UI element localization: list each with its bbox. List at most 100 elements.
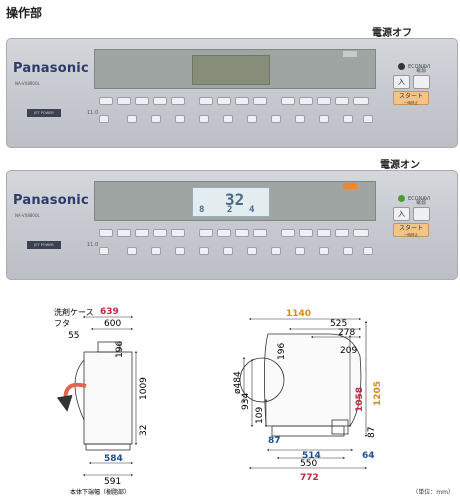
course-button-4[interactable]	[153, 97, 167, 105]
option-button-2[interactable]	[317, 229, 331, 237]
indicator-lamp	[343, 183, 357, 189]
timer-button[interactable]	[281, 97, 295, 105]
dim-514: 514	[302, 451, 321, 461]
dim-1009: 1009	[139, 377, 149, 400]
start-label: スタート	[398, 93, 423, 100]
sub-button-12[interactable]	[363, 115, 373, 123]
display-mid-number: 2	[227, 205, 233, 215]
rinse-button[interactable]	[217, 229, 231, 237]
timer-button[interactable]	[281, 229, 295, 237]
option-button-1[interactable]	[299, 97, 313, 105]
display-area: 32 8 2 4	[94, 181, 376, 221]
sub-button-10[interactable]	[319, 247, 329, 255]
power-symbol: 入	[398, 78, 405, 86]
sub-button-9[interactable]	[295, 115, 305, 123]
sub-button-3[interactable]	[151, 247, 161, 255]
sub-button-10[interactable]	[319, 115, 329, 123]
course-button-1[interactable]	[99, 229, 113, 237]
option-button-2[interactable]	[317, 97, 331, 105]
option-button-1[interactable]	[299, 229, 313, 237]
rinse-button[interactable]	[217, 97, 231, 105]
control-panel-on: Panasonic NA-VX8800L JET POWER 11.0 32 8…	[6, 170, 458, 280]
wash-button[interactable]	[199, 229, 213, 237]
power-button[interactable]: 入	[393, 75, 410, 89]
side-view-drawing	[74, 341, 133, 451]
course-button-2[interactable]	[117, 97, 131, 105]
state-label-off: 電源オフ	[372, 28, 412, 39]
model-number: NA-VX8800L	[15, 81, 40, 86]
display-big-number: 32	[225, 190, 245, 209]
power-on-button[interactable]	[413, 75, 430, 89]
sub-button-6[interactable]	[223, 115, 233, 123]
dim-55: 55	[68, 331, 79, 341]
dim-64: 64	[362, 451, 375, 461]
spin-button[interactable]	[235, 229, 249, 237]
dry-button[interactable]	[253, 229, 267, 237]
dim-109: 109	[255, 407, 265, 424]
dim-1205: 1205	[373, 381, 383, 406]
dim-934: 934	[241, 393, 251, 410]
course-button-5[interactable]	[171, 229, 185, 237]
sub-button-4[interactable]	[175, 247, 185, 255]
sub-button-5[interactable]	[199, 247, 209, 255]
sub-button-11[interactable]	[343, 115, 353, 123]
course-button-1[interactable]	[99, 97, 113, 105]
start-sublabel: 一時停止	[404, 101, 418, 105]
display-right-number: 4	[249, 205, 255, 215]
course-button-3[interactable]	[135, 97, 149, 105]
display-window-lit: 32 8 2 4	[192, 187, 270, 217]
dim-484: ø484	[233, 371, 243, 394]
course-button-2[interactable]	[117, 229, 131, 237]
door-swing-arrow-icon	[56, 382, 87, 412]
sub-button-3[interactable]	[151, 115, 161, 123]
dim-1140: 1140	[286, 309, 311, 319]
dim-600: 600	[104, 319, 121, 329]
sub-button-1[interactable]	[99, 115, 109, 123]
jet-power-badge: JET POWER	[27, 109, 61, 117]
course-button-5[interactable]	[171, 97, 185, 105]
sub-button-8[interactable]	[271, 115, 281, 123]
display-left-number: 8	[199, 205, 205, 215]
sub-button-7[interactable]	[247, 247, 257, 255]
sub-button-6[interactable]	[223, 247, 233, 255]
start-label: スタート	[398, 225, 423, 232]
dim-1058: 1058	[355, 387, 365, 412]
capacity-label: 11.0	[87, 110, 99, 116]
course-button-3[interactable]	[135, 229, 149, 237]
dim-196: 196	[115, 341, 125, 358]
dim-772: 772	[300, 473, 319, 483]
display-area	[94, 49, 376, 89]
start-button[interactable]: スタート 一時停止	[393, 223, 429, 237]
sub-button-4[interactable]	[175, 115, 185, 123]
display-window-blank	[192, 55, 270, 85]
power-button[interactable]: 入	[393, 207, 410, 221]
option-button-3[interactable]	[335, 229, 349, 237]
option-button-3[interactable]	[335, 97, 349, 105]
jet-power-badge: JET POWER	[27, 241, 61, 249]
power-on-button[interactable]	[413, 207, 430, 221]
sub-button-2[interactable]	[127, 247, 137, 255]
power-symbol: 入	[398, 210, 405, 218]
option-button-4[interactable]	[353, 229, 369, 237]
wash-button[interactable]	[199, 97, 213, 105]
power-label: 電源	[416, 200, 427, 206]
dim-87-right: 87	[367, 427, 377, 438]
brand-logo: Panasonic	[13, 193, 89, 208]
eco-indicator-icon	[398, 63, 405, 70]
spin-button[interactable]	[235, 97, 249, 105]
capacity-label: 11.0	[87, 242, 99, 248]
dry-button[interactable]	[253, 97, 267, 105]
sub-button-2[interactable]	[127, 115, 137, 123]
sub-button-5[interactable]	[199, 115, 209, 123]
sub-button-1[interactable]	[99, 247, 109, 255]
sub-button-12[interactable]	[363, 247, 373, 255]
dim-32: 32	[139, 425, 149, 436]
option-button-4[interactable]	[353, 97, 369, 105]
start-button[interactable]: スタート 一時停止	[393, 91, 429, 105]
sub-button-8[interactable]	[271, 247, 281, 255]
sub-button-11[interactable]	[343, 247, 353, 255]
course-button-4[interactable]	[153, 229, 167, 237]
model-number: NA-VX8800L	[15, 213, 40, 218]
sub-button-7[interactable]	[247, 115, 257, 123]
sub-button-9[interactable]	[295, 247, 305, 255]
